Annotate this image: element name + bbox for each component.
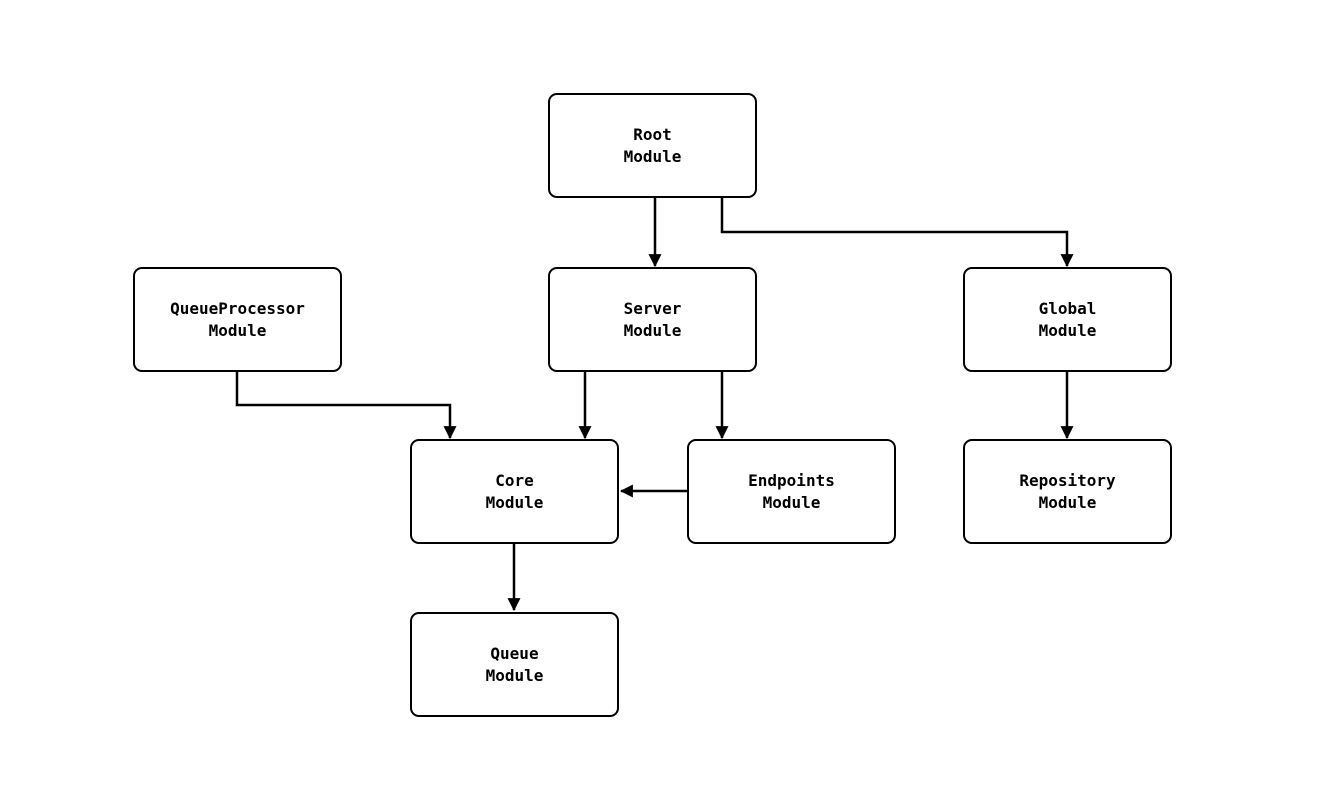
node-root-module: Root Module <box>548 93 757 198</box>
node-global-label-line1: Global <box>1038 298 1097 318</box>
node-queue-label-line2: Module <box>485 665 544 685</box>
node-repository-label-line2: Module <box>1038 492 1097 512</box>
node-repository-module: Repository Module <box>963 439 1172 544</box>
node-server-module: Server Module <box>548 267 757 372</box>
edge-root-to-global <box>720 198 1074 268</box>
node-root-label-line1: Root <box>633 124 672 144</box>
node-server-label-line1: Server <box>623 298 682 318</box>
node-server-label-line2: Module <box>623 320 682 340</box>
node-core-label-line1: Core <box>495 470 534 490</box>
node-global-module: Global Module <box>963 267 1172 372</box>
node-repository-label-line1: Repository <box>1019 470 1116 490</box>
edge-queueprocessor-to-core <box>235 372 457 440</box>
node-core-label-line2: Module <box>485 492 544 512</box>
node-queueprocessor-module: QueueProcessor Module <box>133 267 342 372</box>
node-core-module: Core Module <box>410 439 619 544</box>
node-queue-module: Queue Module <box>410 612 619 717</box>
node-queue-label-line1: Queue <box>490 643 539 663</box>
node-queueprocessor-label-line2: Module <box>208 320 267 340</box>
node-endpoints-label-line1: Endpoints <box>748 470 835 490</box>
node-queueprocessor-label-line1: QueueProcessor <box>170 298 305 318</box>
node-endpoints-label-line2: Module <box>762 492 821 512</box>
node-root-label-line2: Module <box>623 146 682 166</box>
node-global-label-line2: Module <box>1038 320 1097 340</box>
node-endpoints-module: Endpoints Module <box>687 439 896 544</box>
